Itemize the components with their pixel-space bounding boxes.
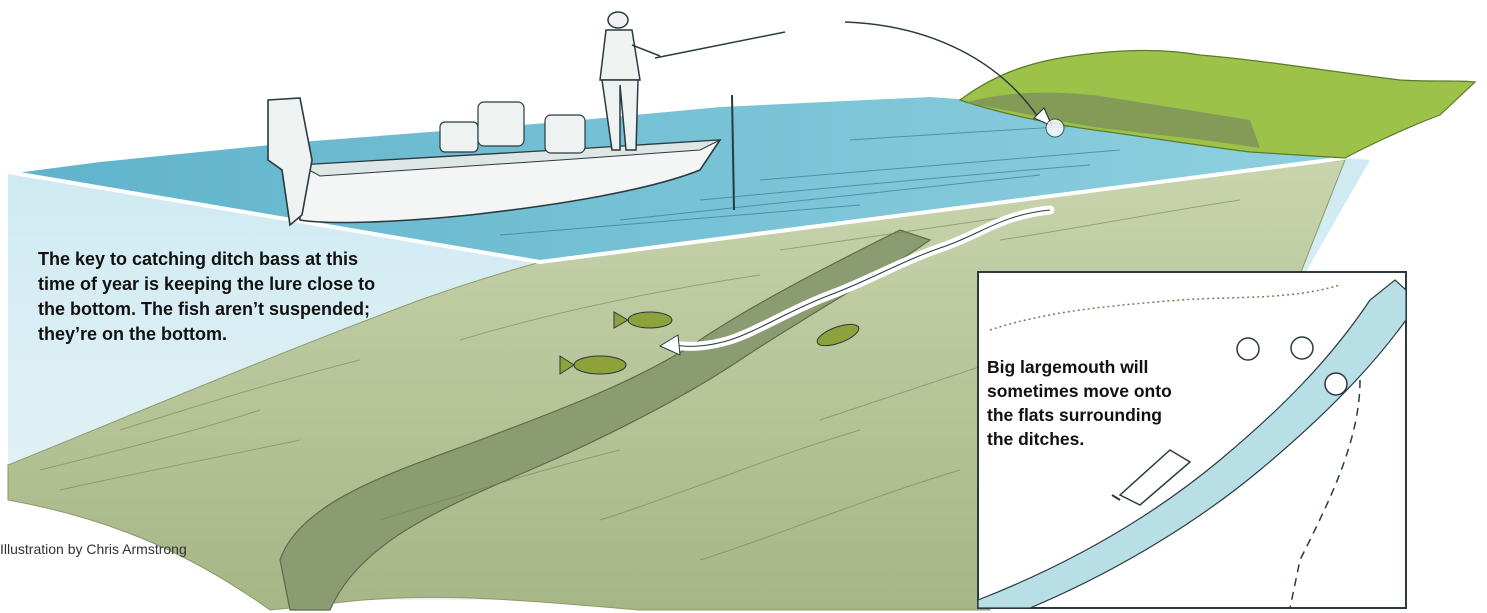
inset-marker-1: [1237, 338, 1259, 360]
illustration-credit: Illustration by Chris Armstrong: [0, 541, 187, 557]
inset-marker-3: [1325, 373, 1347, 395]
inset-caption: Big largemouth will sometimes move onto …: [987, 355, 1197, 451]
inset-caption-line: Big largemouth will: [987, 355, 1197, 379]
main-caption-line: time of year is keeping the lure close t…: [38, 272, 438, 297]
fishing-rod: [655, 32, 785, 58]
inset-caption-line: sometimes move onto: [987, 379, 1197, 403]
inset-marker-2: [1291, 337, 1313, 359]
inset-caption-line: the flats surrounding: [987, 403, 1197, 427]
main-caption-line: the bottom. The fish aren’t suspended;: [38, 297, 438, 322]
main-caption-line: they’re on the bottom.: [38, 322, 438, 347]
main-caption: The key to catching ditch bass at this t…: [38, 247, 438, 347]
inset-caption-line: the ditches.: [987, 427, 1197, 451]
main-caption-line: The key to catching ditch bass at this: [38, 247, 438, 272]
lure-splash: [1046, 119, 1064, 137]
